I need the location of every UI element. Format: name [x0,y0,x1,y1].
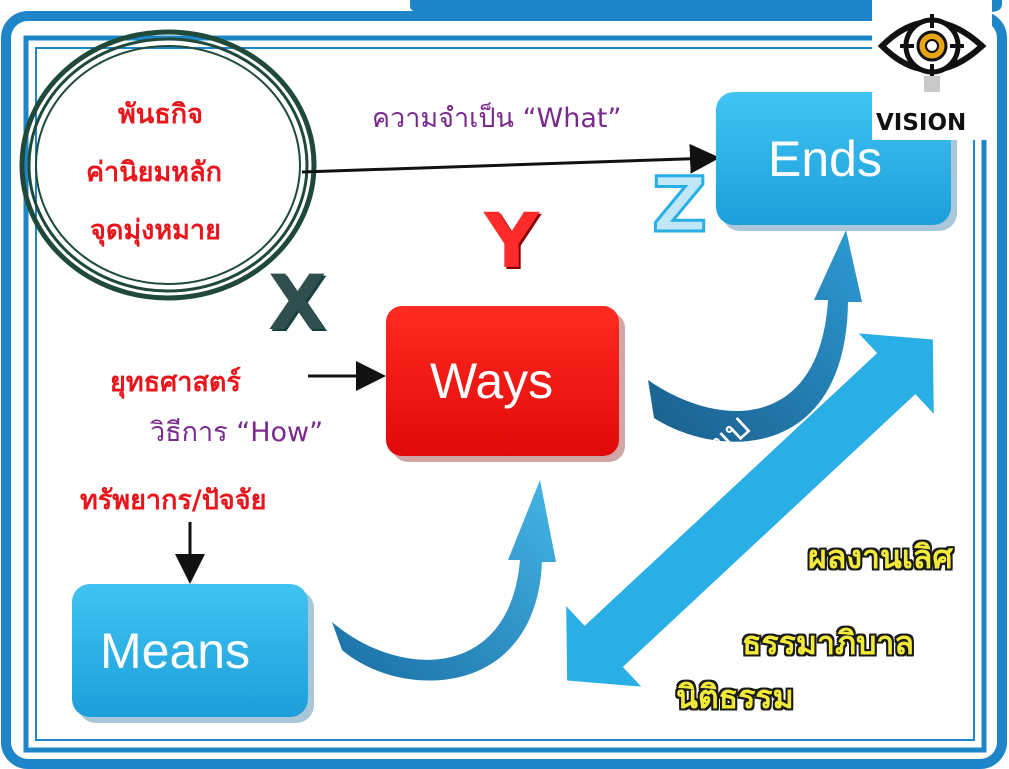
curve-arrow-ways-to-ends [648,230,862,442]
vision-logo [872,0,992,140]
letter-x: X [268,258,327,347]
align-double-arrow [566,333,934,687]
mission-ring-mid [27,37,309,293]
ways-box [386,306,619,456]
vision-logo-text: VISION [876,110,967,136]
core-values-text: ค่านิยมหลัก [86,157,222,188]
resources-label: ทรัพยากร/ปัจจัย [80,485,267,516]
rule-of-law-label: นิติธรรม [676,678,794,716]
ends-label: Ends [768,131,882,187]
outer-frame [1,11,1007,769]
excellence-label: ผลงานเลิศ [808,538,953,576]
mission-ring-inner [35,45,301,285]
means-label: Means [100,623,251,679]
letter-z: Z [650,159,708,251]
ways-label: Ways [430,353,554,409]
what-label: ความจำเป็น “What” [372,103,622,134]
inner-frame [23,35,987,753]
arrow-to-ends [301,143,720,174]
mission-ring-outer [19,29,317,301]
means-box [72,584,308,717]
header-bar [410,0,1002,12]
good-governance-label: ธรรมาภิบาล [742,624,914,662]
how-label: วิธีการ “How” [150,417,324,448]
inner-frame-2 [35,47,975,741]
letter-y: Y [484,196,540,285]
goal-text: จุดมุ่งหมาย [90,215,221,246]
strategy-label: ยุทธศาสตร์ [110,367,241,398]
mission-text: พันธกิจ [118,99,203,130]
curve-arrow-means-to-ways [332,480,556,681]
